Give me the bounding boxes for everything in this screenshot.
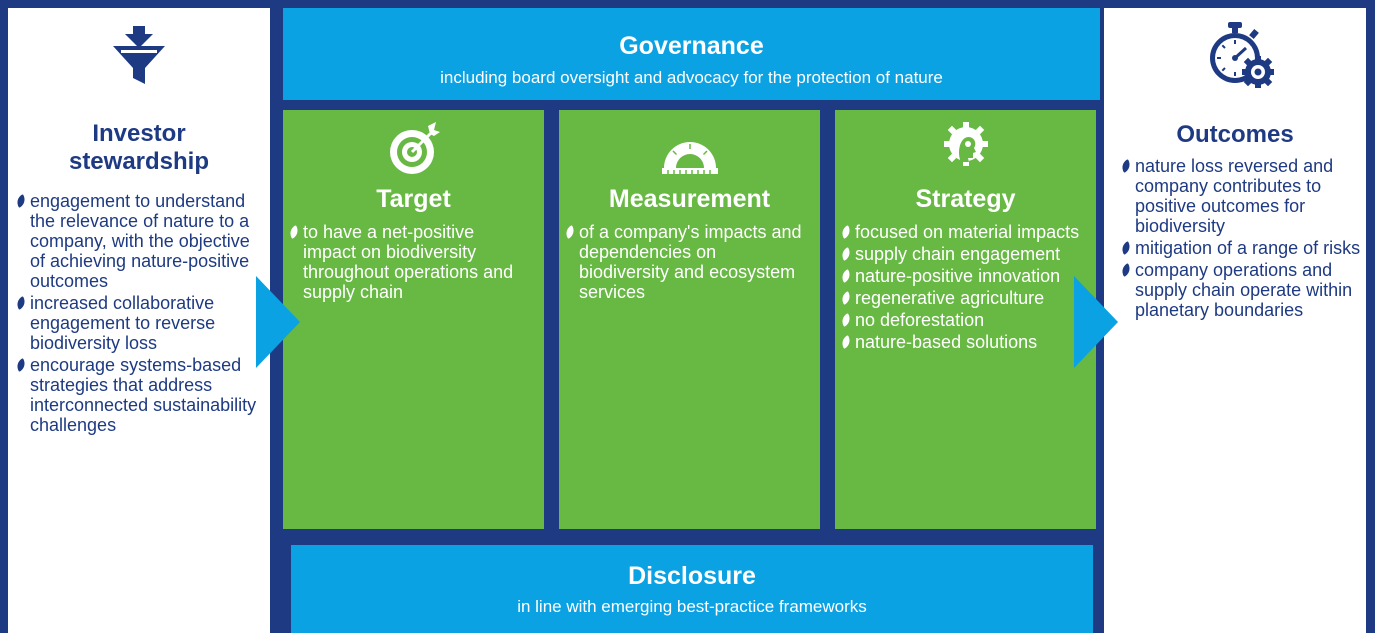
bullet-icon	[1119, 159, 1133, 173]
list-item: regenerative agriculture	[839, 288, 1081, 308]
governance-bar: Governance including board oversight and…	[283, 8, 1100, 100]
target-title: Target	[376, 185, 451, 213]
target-icon	[389, 122, 440, 174]
measurement-list: of a company's impacts and dependencies …	[563, 222, 805, 304]
bullet-icon	[839, 313, 853, 327]
bullet-icon	[563, 225, 577, 239]
strategy-list: focused on material impacts supply chain…	[839, 222, 1081, 354]
list-item: of a company's impacts and dependencies …	[563, 222, 805, 302]
investor-title-line2: stewardship	[68, 148, 210, 175]
strategy-title: Strategy	[915, 185, 1016, 213]
stopwatch-gear-icon	[1210, 22, 1274, 88]
target-list: to have a net-positive impact on biodive…	[287, 222, 529, 304]
bullet-icon	[839, 247, 853, 261]
list-item: nature loss reversed and company contrib…	[1119, 156, 1361, 236]
disclosure-subtitle: in line with emerging best-practice fram…	[517, 597, 867, 616]
arrow-right-icon	[1074, 276, 1118, 368]
investor-title-line1: Investor	[92, 120, 186, 147]
bullet-icon	[839, 335, 853, 349]
investor-list: engagement to understand the relevance o…	[14, 191, 266, 437]
list-item: company operations and supply chain oper…	[1119, 260, 1361, 320]
outcomes-panel: Outcomes nature loss reversed and compan…	[1104, 8, 1366, 633]
protractor-icon	[661, 142, 718, 174]
arrow-right-icon	[256, 276, 300, 368]
list-item: supply chain engagement	[839, 244, 1081, 264]
list-item: no deforestation	[839, 310, 1081, 330]
governance-subtitle: including board oversight and advocacy f…	[440, 68, 943, 87]
bullet-icon	[287, 225, 301, 239]
investor-stewardship-title: Investor stewardship	[8, 120, 270, 176]
list-item: encourage systems-based strategies that …	[14, 355, 266, 435]
list-item: nature-positive innovation	[839, 266, 1081, 286]
bullet-icon	[14, 358, 28, 372]
disclosure-bar: Disclosure in line with emerging best-pr…	[291, 545, 1093, 633]
measurement-box: Measurement of a company's impacts and d…	[559, 110, 820, 529]
bullet-icon	[839, 291, 853, 305]
outcomes-title: Outcomes	[1176, 121, 1294, 148]
bullet-icon	[1119, 241, 1133, 255]
gear-head-icon	[943, 122, 988, 166]
funnel-icon	[113, 26, 165, 84]
list-item: mitigation of a range of risks	[1119, 238, 1361, 258]
list-item: focused on material impacts	[839, 222, 1081, 242]
bullet-icon	[839, 225, 853, 239]
list-item: engagement to understand the relevance o…	[14, 191, 266, 291]
list-item: to have a net-positive impact on biodive…	[287, 222, 529, 302]
list-item: increased collaborative engagement to re…	[14, 293, 266, 353]
bullet-icon	[14, 296, 28, 310]
target-box: Target to have a net-positive impact on …	[283, 110, 544, 529]
governance-title: Governance	[619, 32, 764, 60]
strategy-box: Strategy focused on material impacts sup…	[835, 110, 1096, 529]
list-item: nature-based solutions	[839, 332, 1081, 352]
investor-stewardship-panel: Investor stewardship engagement to under…	[8, 8, 270, 633]
bullet-icon	[1119, 263, 1133, 277]
outcomes-list: nature loss reversed and company contrib…	[1119, 156, 1361, 322]
bullet-icon	[14, 194, 28, 208]
measurement-title: Measurement	[608, 185, 771, 213]
disclosure-title: Disclosure	[628, 562, 756, 590]
bullet-icon	[839, 269, 853, 283]
